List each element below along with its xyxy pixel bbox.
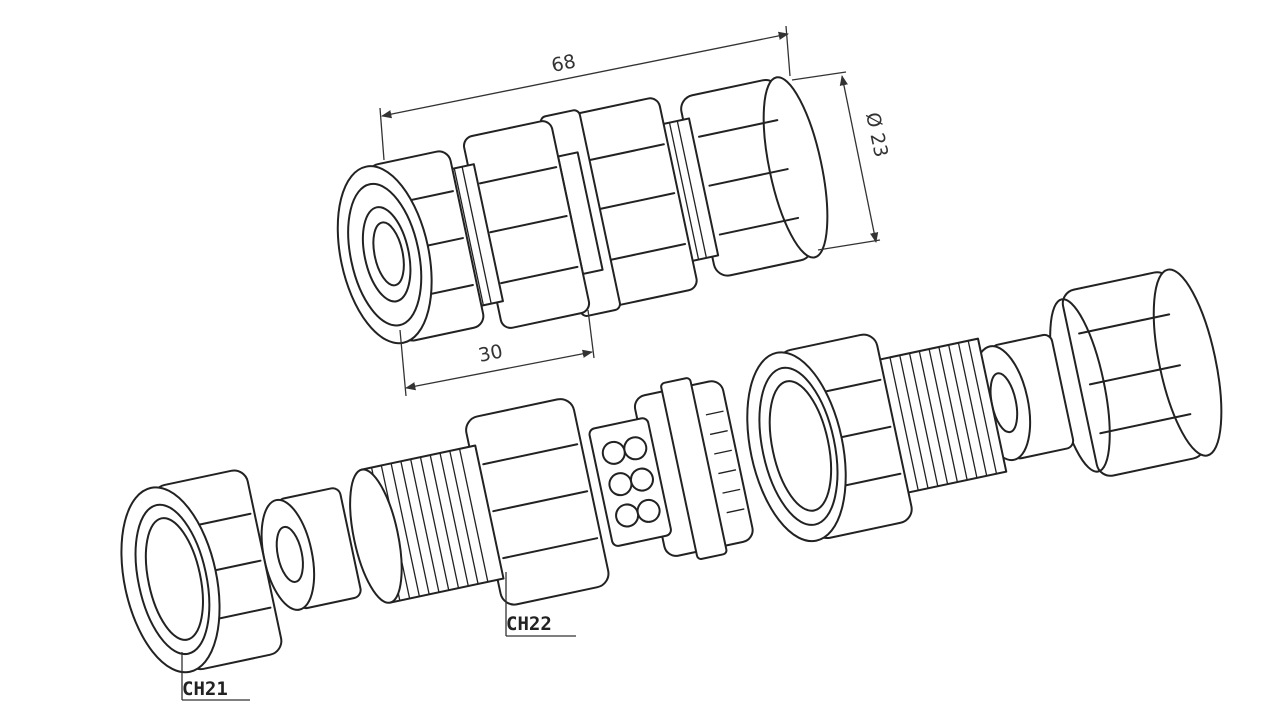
dimension-68: 68 bbox=[379, 25, 791, 161]
dimension-30-label: 30 bbox=[476, 340, 504, 367]
exploded-right-coupling-nut bbox=[746, 333, 913, 543]
callout-ch22: CH22 bbox=[505, 572, 576, 637]
dimension-diameter-label: Ø 23 bbox=[861, 110, 892, 159]
exploded-left-thread bbox=[349, 444, 505, 604]
dimension-30: 30 bbox=[399, 309, 595, 397]
dimension-68-label: 68 bbox=[549, 50, 577, 77]
exploded-right-end-nut bbox=[1049, 268, 1223, 477]
label-ch22: CH22 bbox=[506, 613, 552, 635]
label-ch21: CH21 bbox=[182, 678, 228, 700]
exploded-left-seal bbox=[260, 487, 362, 611]
callout-ch21: CH21 bbox=[181, 652, 250, 701]
assembled-left-nut bbox=[336, 150, 485, 345]
assembled-connector bbox=[336, 76, 829, 345]
assembled-right-nut bbox=[680, 76, 829, 277]
exploded-left-end-nut bbox=[120, 469, 283, 674]
exploded-view bbox=[120, 268, 1223, 674]
exploded-middle-insert bbox=[588, 377, 754, 560]
